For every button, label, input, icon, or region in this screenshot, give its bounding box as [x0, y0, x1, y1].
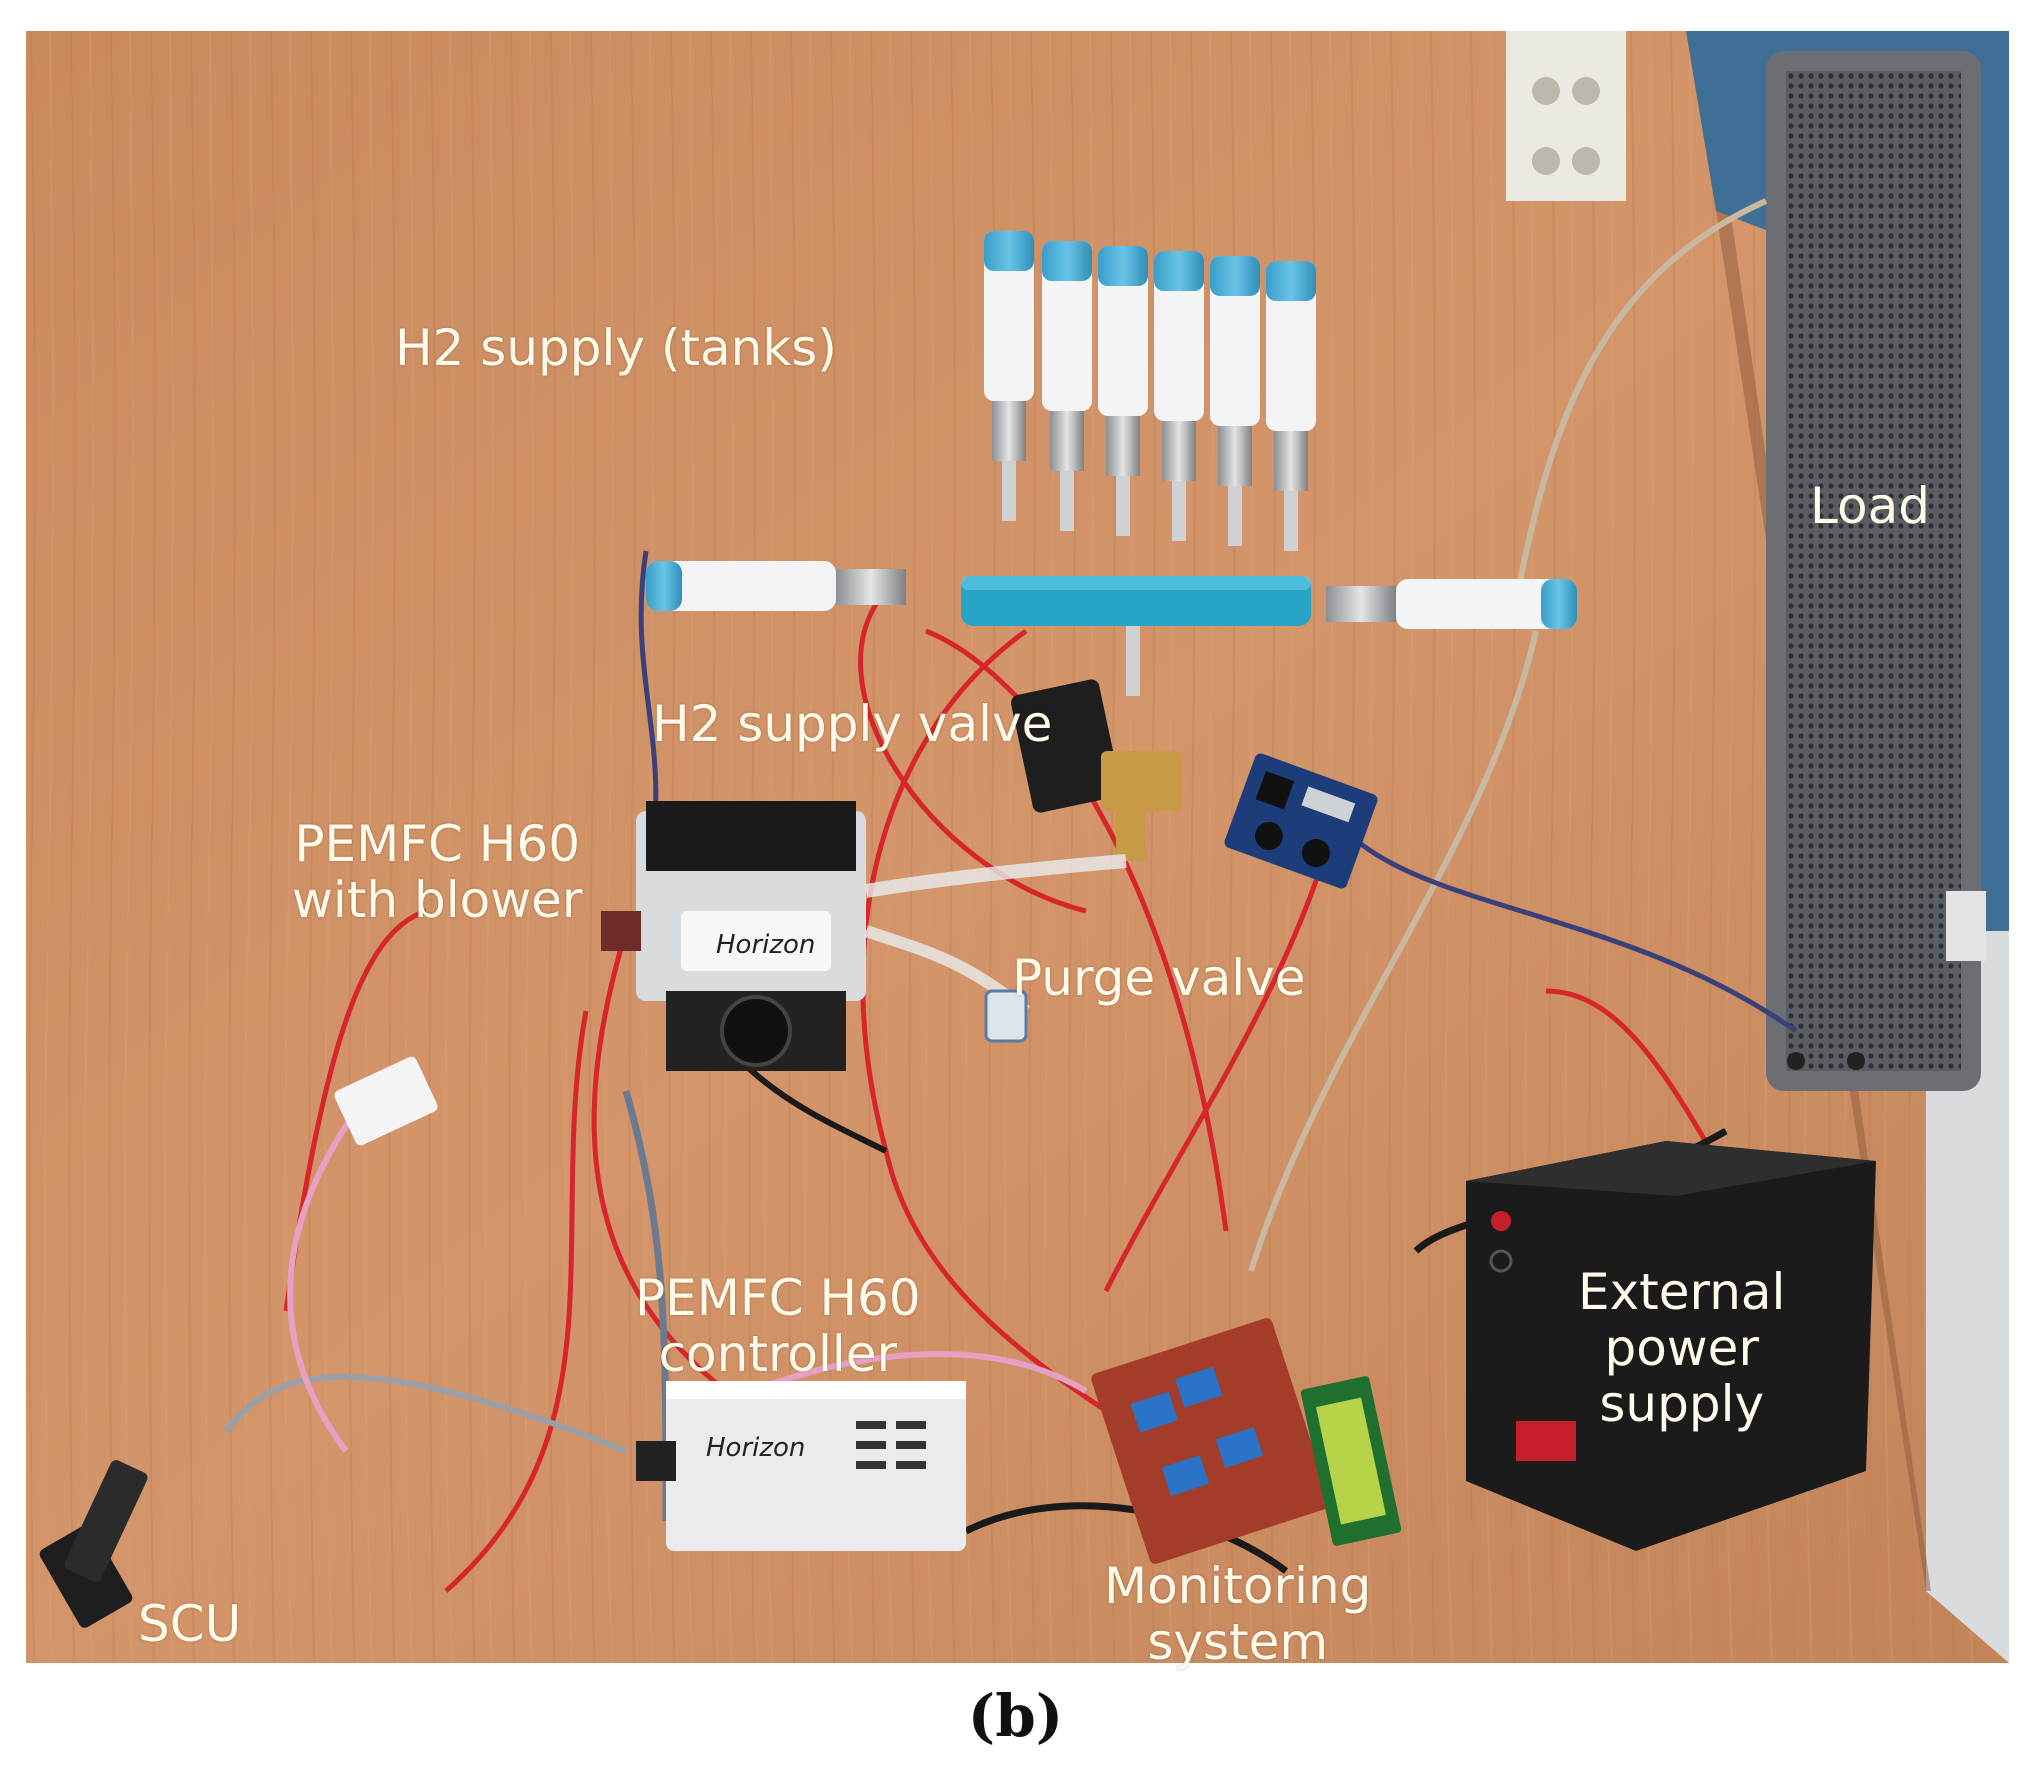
monitoring-boards: [1091, 1318, 1402, 1564]
ext-label-line2: power: [1604, 1319, 1759, 1377]
power-supply-box: [1466, 1141, 1876, 1551]
h2-tanks-label: H2 supply (tanks): [395, 319, 837, 377]
stack-brand: Horizon: [716, 930, 815, 960]
monitoring-label-line2: system: [1147, 1613, 1329, 1671]
pemfc-stack-label-line2: with blower: [292, 871, 583, 929]
controller-brand: Horizon: [706, 1433, 805, 1463]
ext-label-line1: External: [1578, 1263, 1786, 1321]
controller-label-line2: controller: [658, 1325, 898, 1383]
controller-label-line1: PEMFC H60: [635, 1269, 921, 1327]
figure-caption: (b): [967, 1682, 1064, 1750]
ext-label-line3: supply: [1599, 1375, 1765, 1433]
controller-label: PEMFC H60 controller: [635, 1270, 921, 1382]
load-label: Load: [1810, 477, 1930, 535]
monitoring-system-label: Monitoring system: [1104, 1558, 1371, 1670]
lab-setup-photo: Horizon Horizon: [26, 31, 2009, 1663]
pemfc-stack-label-line1: PEMFC H60: [294, 815, 581, 873]
pemfc-stack-label: PEMFC H60 with blower: [292, 816, 582, 928]
h2-tanks: [984, 231, 1316, 551]
purge-valve-label: Purge valve: [1012, 949, 1306, 1007]
external-power-supply-label: External power supply: [1578, 1264, 1785, 1432]
pemfc-stack: Horizon: [601, 801, 1127, 1071]
monitoring-label-line1: Monitoring: [1104, 1557, 1372, 1615]
h2-supply-valve-label: H2 supply valve: [652, 695, 1053, 753]
controller-box: Horizon: [636, 1381, 966, 1551]
scu-label: SCU: [138, 1595, 242, 1653]
